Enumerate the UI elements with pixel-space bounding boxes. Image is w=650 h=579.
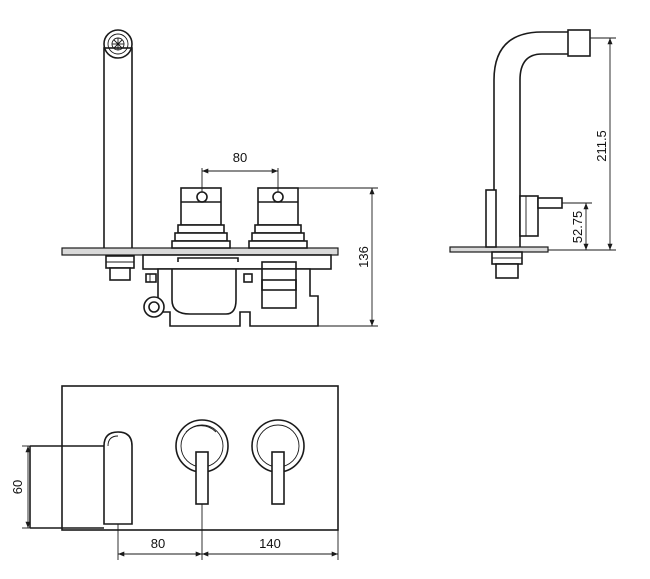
dim-label-side-height-lower: 52.75: [570, 211, 585, 244]
dim-label-handle-spacing: 80: [233, 150, 247, 165]
dim-plan-height: 60: [10, 445, 31, 529]
dim-label-plan-spout-offset: 80: [151, 536, 165, 551]
front-valve-body: [142, 254, 332, 327]
front-right-handle: [248, 187, 308, 249]
plan-spout: [29, 431, 133, 529]
dim-plan-horizontal: 80 140: [117, 504, 339, 560]
front-wall-plate: [61, 247, 339, 256]
dim-label-plan-height: 60: [10, 480, 25, 494]
dim-label-side-height-total: 211.5: [594, 130, 609, 162]
plan-view: 60 80 140: [10, 385, 339, 560]
dim-label-front-height: 136: [356, 246, 371, 268]
dim-label-plan-plate-offset: 140: [259, 536, 281, 551]
side-handle: [485, 189, 563, 248]
front-elevation: 80 136: [61, 29, 378, 327]
dim-handle-spacing: 80: [201, 150, 279, 192]
plan-right-handle: [251, 419, 305, 505]
plan-left-handle: [175, 419, 229, 505]
aerator-icon: [111, 37, 125, 51]
dim-side-height-total: 211.5: [548, 37, 616, 251]
plan-wall-plate: [61, 385, 339, 531]
front-left-handle: [171, 187, 231, 249]
side-elevation: 211.5 52.75: [449, 29, 616, 279]
dim-front-height: 136: [298, 187, 378, 327]
front-spout: [103, 29, 135, 281]
dim-side-height-lower: 52.75: [562, 202, 592, 250]
